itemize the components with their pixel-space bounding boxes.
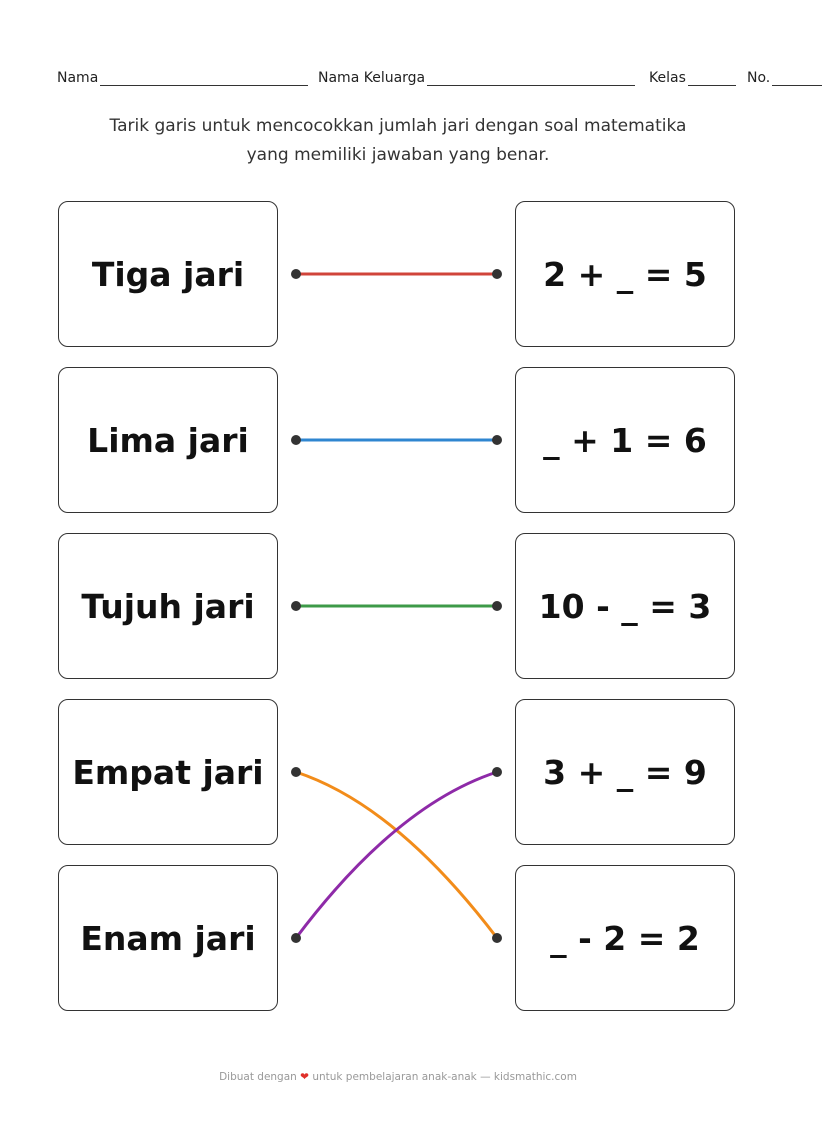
number-field[interactable]: No. xyxy=(747,70,822,86)
instruction-line: Tarik garis untuk mencocokkan jumlah jar… xyxy=(109,116,687,136)
number-label: No. xyxy=(747,70,771,86)
footer-text: untuk pembelajaran anak-anak — kidsmathi… xyxy=(312,1071,577,1083)
left-card-label: Lima jari xyxy=(87,420,249,460)
connection-dot[interactable] xyxy=(492,933,502,943)
left-card[interactable]: Enam jari xyxy=(58,865,278,1011)
left-card-label: Empat jari xyxy=(72,752,264,792)
class-field[interactable]: Kelas xyxy=(649,70,736,86)
connection-dot[interactable] xyxy=(291,933,301,943)
right-card[interactable]: _ - 2 = 2 xyxy=(515,865,735,1011)
instruction-line: yang memiliki jawaban yang benar. xyxy=(246,145,550,165)
connection-dot[interactable] xyxy=(291,269,301,279)
left-card[interactable]: Tujuh jari xyxy=(58,533,278,679)
right-card[interactable]: 10 - _ = 3 xyxy=(515,533,735,679)
footer-text: Dibuat dengan xyxy=(219,1071,297,1083)
instructions: Tarik garis untuk mencocokkan jumlah jar… xyxy=(0,112,796,170)
name-label: Nama xyxy=(57,70,99,86)
right-card-label: _ - 2 = 2 xyxy=(550,918,700,958)
family-field[interactable]: Nama Keluarga xyxy=(318,70,636,86)
connection-line xyxy=(294,770,498,939)
connection-dot[interactable] xyxy=(492,269,502,279)
name-line[interactable] xyxy=(100,73,309,86)
right-card[interactable]: 2 + _ = 5 xyxy=(515,201,735,347)
right-card-label: 2 + _ = 5 xyxy=(543,254,707,294)
right-card[interactable]: 3 + _ = 9 xyxy=(515,699,735,845)
number-line[interactable] xyxy=(772,73,822,86)
class-label: Kelas xyxy=(649,70,686,86)
right-card-label: 3 + _ = 9 xyxy=(543,752,707,792)
left-card-label: Tiga jari xyxy=(91,254,245,294)
left-card-label: Enam jari xyxy=(80,918,256,958)
family-line[interactable] xyxy=(427,73,636,86)
name-field[interactable]: Nama xyxy=(57,70,309,86)
connection-dot[interactable] xyxy=(291,767,301,777)
connection-dot[interactable] xyxy=(492,601,502,611)
left-card[interactable]: Empat jari xyxy=(58,699,278,845)
left-card[interactable]: Tiga jari xyxy=(58,201,278,347)
left-card-label: Tujuh jari xyxy=(81,586,255,626)
right-card-label: 10 - _ = 3 xyxy=(538,586,712,626)
right-card[interactable]: _ + 1 = 6 xyxy=(515,367,735,513)
footer: Dibuat dengan ❤ untuk pembelajaran anak-… xyxy=(0,1071,796,1083)
heart-icon: ❤ xyxy=(300,1071,309,1083)
connection-dot[interactable] xyxy=(492,435,502,445)
connection-dot[interactable] xyxy=(492,767,502,777)
right-card-label: _ + 1 = 6 xyxy=(543,420,707,460)
family-label: Nama Keluarga xyxy=(318,70,426,86)
left-card[interactable]: Lima jari xyxy=(58,367,278,513)
class-line[interactable] xyxy=(687,73,736,86)
connection-dot[interactable] xyxy=(291,601,301,611)
connection-dot[interactable] xyxy=(291,435,301,445)
connection-line xyxy=(295,770,499,939)
